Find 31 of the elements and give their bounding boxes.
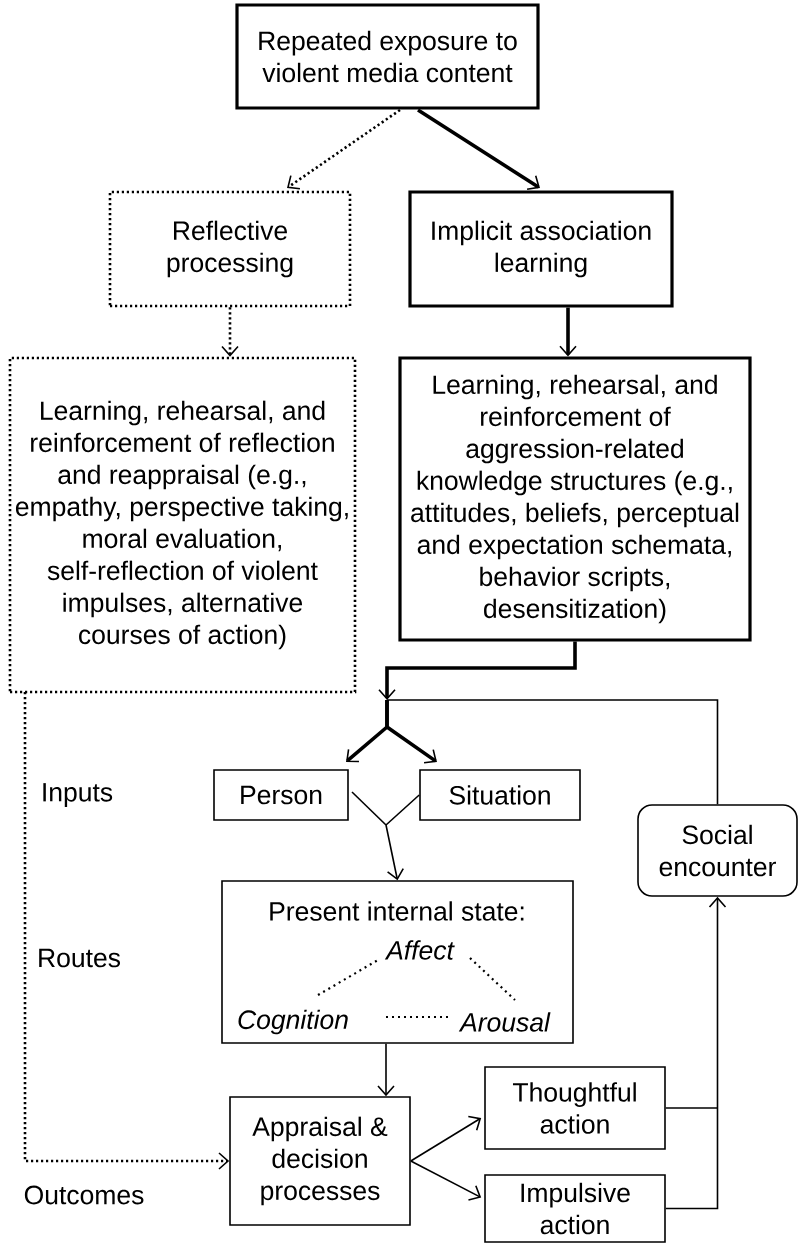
arrow (385, 700, 437, 764)
arrow (378, 641, 577, 700)
outcome-box: Thoughtful action (484, 1066, 666, 1150)
arrow (23, 692, 230, 1170)
process-box: Appraisal & decision processes (229, 1096, 411, 1226)
process-box: Social encounter (637, 804, 798, 897)
arrow (417, 108, 540, 191)
arrow (287, 108, 401, 190)
state-box: Present internal state: Affect Cognition Arousal (221, 880, 574, 1044)
arrow (221, 307, 239, 357)
process-box: Reflective processing (108, 190, 352, 308)
connector-line (386, 699, 719, 805)
input-box: Situation (419, 769, 581, 821)
arrow (377, 1043, 395, 1097)
connector-line (385, 794, 420, 826)
arrow (410, 1160, 482, 1201)
arrow (665, 896, 727, 1210)
row-label: Inputs (43, 783, 113, 807)
arrow (559, 307, 577, 357)
row-label: Outcomes (24, 1185, 144, 1205)
row-label: Routes (39, 948, 120, 968)
arrow (410, 1115, 482, 1162)
process-box: Learning, rehearsal, and reinforcement of reflection and reappraisal (e.g., empathy, perspective taking, moral evaluation, self-reflection of violent impulses, alternative courses of action) (8, 356, 357, 694)
connector-line (665, 1107, 719, 1109)
input-box: Person (213, 769, 349, 821)
outcome-box: Impulsive action (484, 1174, 666, 1243)
process-box: Repeated exposure to violent media content (235, 3, 540, 110)
process-box: Implicit association learning (408, 190, 674, 308)
process-box: Learning, rehearsal, and reinforcement of aggression-related knowledge structures (e.g., attitudes, beliefs, perceptual and expectation schemata, behavior scripts, desensitization) (398, 356, 752, 642)
arrow (385, 824, 405, 881)
connector-line (351, 791, 387, 826)
